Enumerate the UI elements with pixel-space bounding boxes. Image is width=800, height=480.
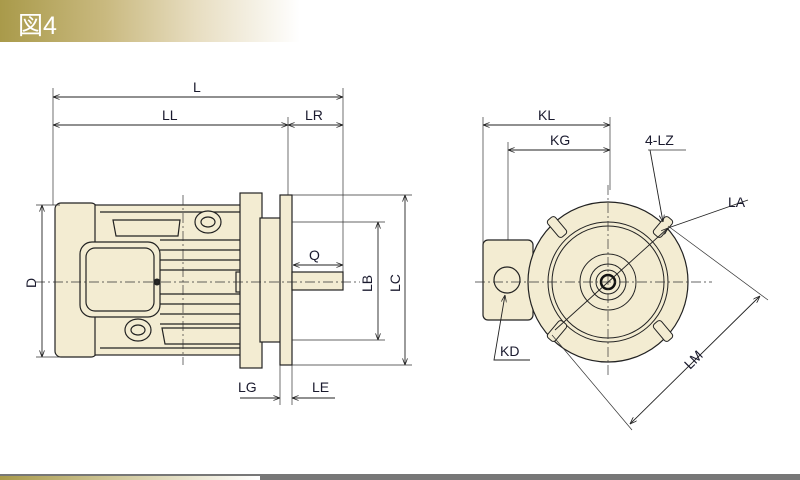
cable-entry [493, 266, 521, 294]
dim-label-LM: LM [681, 347, 706, 372]
dim-label-LA: LA [728, 194, 746, 210]
dim-label-L: L [193, 79, 201, 95]
dim-label-LL: LL [162, 107, 178, 123]
footer-rule [0, 474, 800, 480]
shaft [291, 271, 344, 291]
front-view: KL KG 4-LZ LA KD LM [475, 107, 769, 431]
dim-label-KG: KG [550, 132, 570, 148]
bracket [239, 192, 263, 369]
dim-label-4-LZ: 4-LZ [645, 132, 674, 148]
dim-label-LB: LB [359, 275, 375, 292]
side-view: L LL LR D Q LB LC LG LE [23, 79, 412, 405]
dim-label-LC: LC [387, 274, 403, 292]
dim-label-LR: LR [305, 107, 323, 123]
figure-title: 図4 [18, 12, 57, 40]
dim-label-D: D [23, 278, 39, 288]
dim-label-KL: KL [538, 107, 555, 123]
dim-label-Q: Q [309, 247, 320, 263]
mounting-flange [279, 194, 293, 366]
dim-label-LG: LG [238, 379, 257, 395]
dim-label-LE: LE [312, 379, 329, 395]
dim-label-KD: KD [500, 343, 519, 359]
figure-header: 図4 [0, 0, 300, 42]
